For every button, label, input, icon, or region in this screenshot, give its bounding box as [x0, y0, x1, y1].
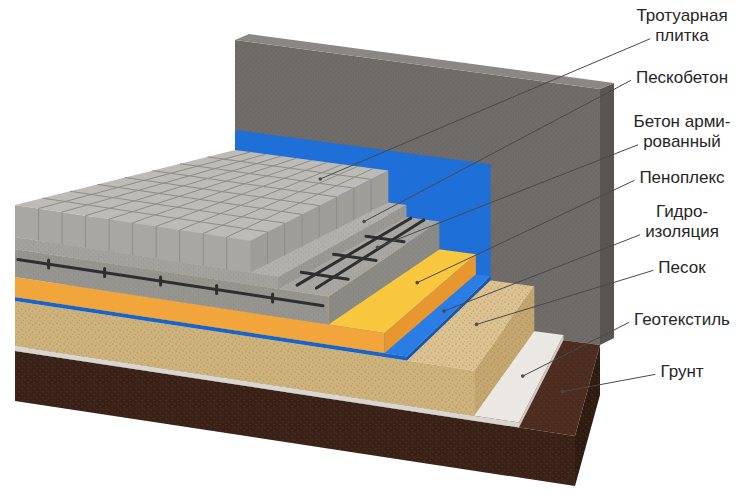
tile-joint	[38, 209, 39, 241]
rebar-bar	[301, 272, 348, 279]
tile-joint	[133, 160, 312, 223]
tile-joint	[179, 230, 180, 262]
tile-joint	[109, 158, 296, 219]
layer-label: Пеноплекс	[626, 168, 738, 188]
leader-dot	[376, 245, 380, 249]
tile-joint	[319, 206, 320, 238]
rebar-bar	[18, 259, 323, 305]
tile-joint	[132, 223, 133, 255]
leader-line	[563, 374, 656, 391]
leader-line	[378, 145, 639, 247]
wall-top	[235, 34, 614, 89]
tile-joint	[226, 237, 227, 269]
rebar	[18, 218, 424, 306]
tile-joint	[301, 214, 302, 246]
layer-label: Пескобетон	[626, 68, 738, 88]
rebar-bar	[159, 277, 162, 285]
tile-joint	[267, 232, 268, 264]
leader-dot	[475, 323, 479, 327]
rebar-bar	[334, 254, 377, 260]
leader-dot	[442, 309, 446, 313]
layer-label: Геотекстиль	[626, 310, 738, 330]
tile-joint	[156, 226, 157, 258]
tile-joint	[62, 212, 63, 244]
leader-dot	[318, 177, 322, 181]
layer-label: Тротуарная плитка	[626, 6, 738, 47]
tile-joint	[371, 179, 372, 211]
layer-label: Песок	[626, 258, 738, 278]
leader-dot	[561, 390, 565, 394]
leader-dot	[521, 374, 525, 378]
tile-joint	[203, 166, 357, 233]
rebar-bar	[297, 218, 411, 285]
leader-line	[523, 322, 629, 376]
tile-joint	[336, 197, 337, 229]
tile-joints	[39, 152, 373, 269]
tile-joint	[284, 223, 285, 255]
top-face	[15, 150, 388, 241]
tile-joint	[203, 234, 204, 266]
leader-line	[417, 180, 634, 282]
leader-dot	[415, 281, 419, 285]
leader-dot	[362, 220, 366, 224]
tile-joint	[353, 188, 354, 220]
tile-joint	[109, 219, 110, 251]
layer-label: Гидро- изоляция	[626, 202, 738, 243]
rebar-bar	[271, 294, 274, 302]
tile-joint	[86, 156, 281, 216]
layer-label: Бетон арми- рованный	[626, 112, 738, 153]
layer-label: Грунт	[626, 362, 738, 382]
tile-joint	[180, 164, 343, 230]
tile-joint	[62, 154, 266, 212]
tile-joint	[85, 216, 86, 248]
rebar-bar	[215, 286, 218, 294]
paving-tile-layer	[15, 150, 388, 273]
wall-side	[600, 83, 614, 345]
rebar-bar	[103, 269, 106, 277]
leader-line	[477, 270, 654, 324]
rebar-bar	[47, 260, 50, 268]
tile-joint	[39, 152, 251, 209]
leader-line	[444, 235, 640, 311]
tile-joint	[227, 169, 373, 238]
